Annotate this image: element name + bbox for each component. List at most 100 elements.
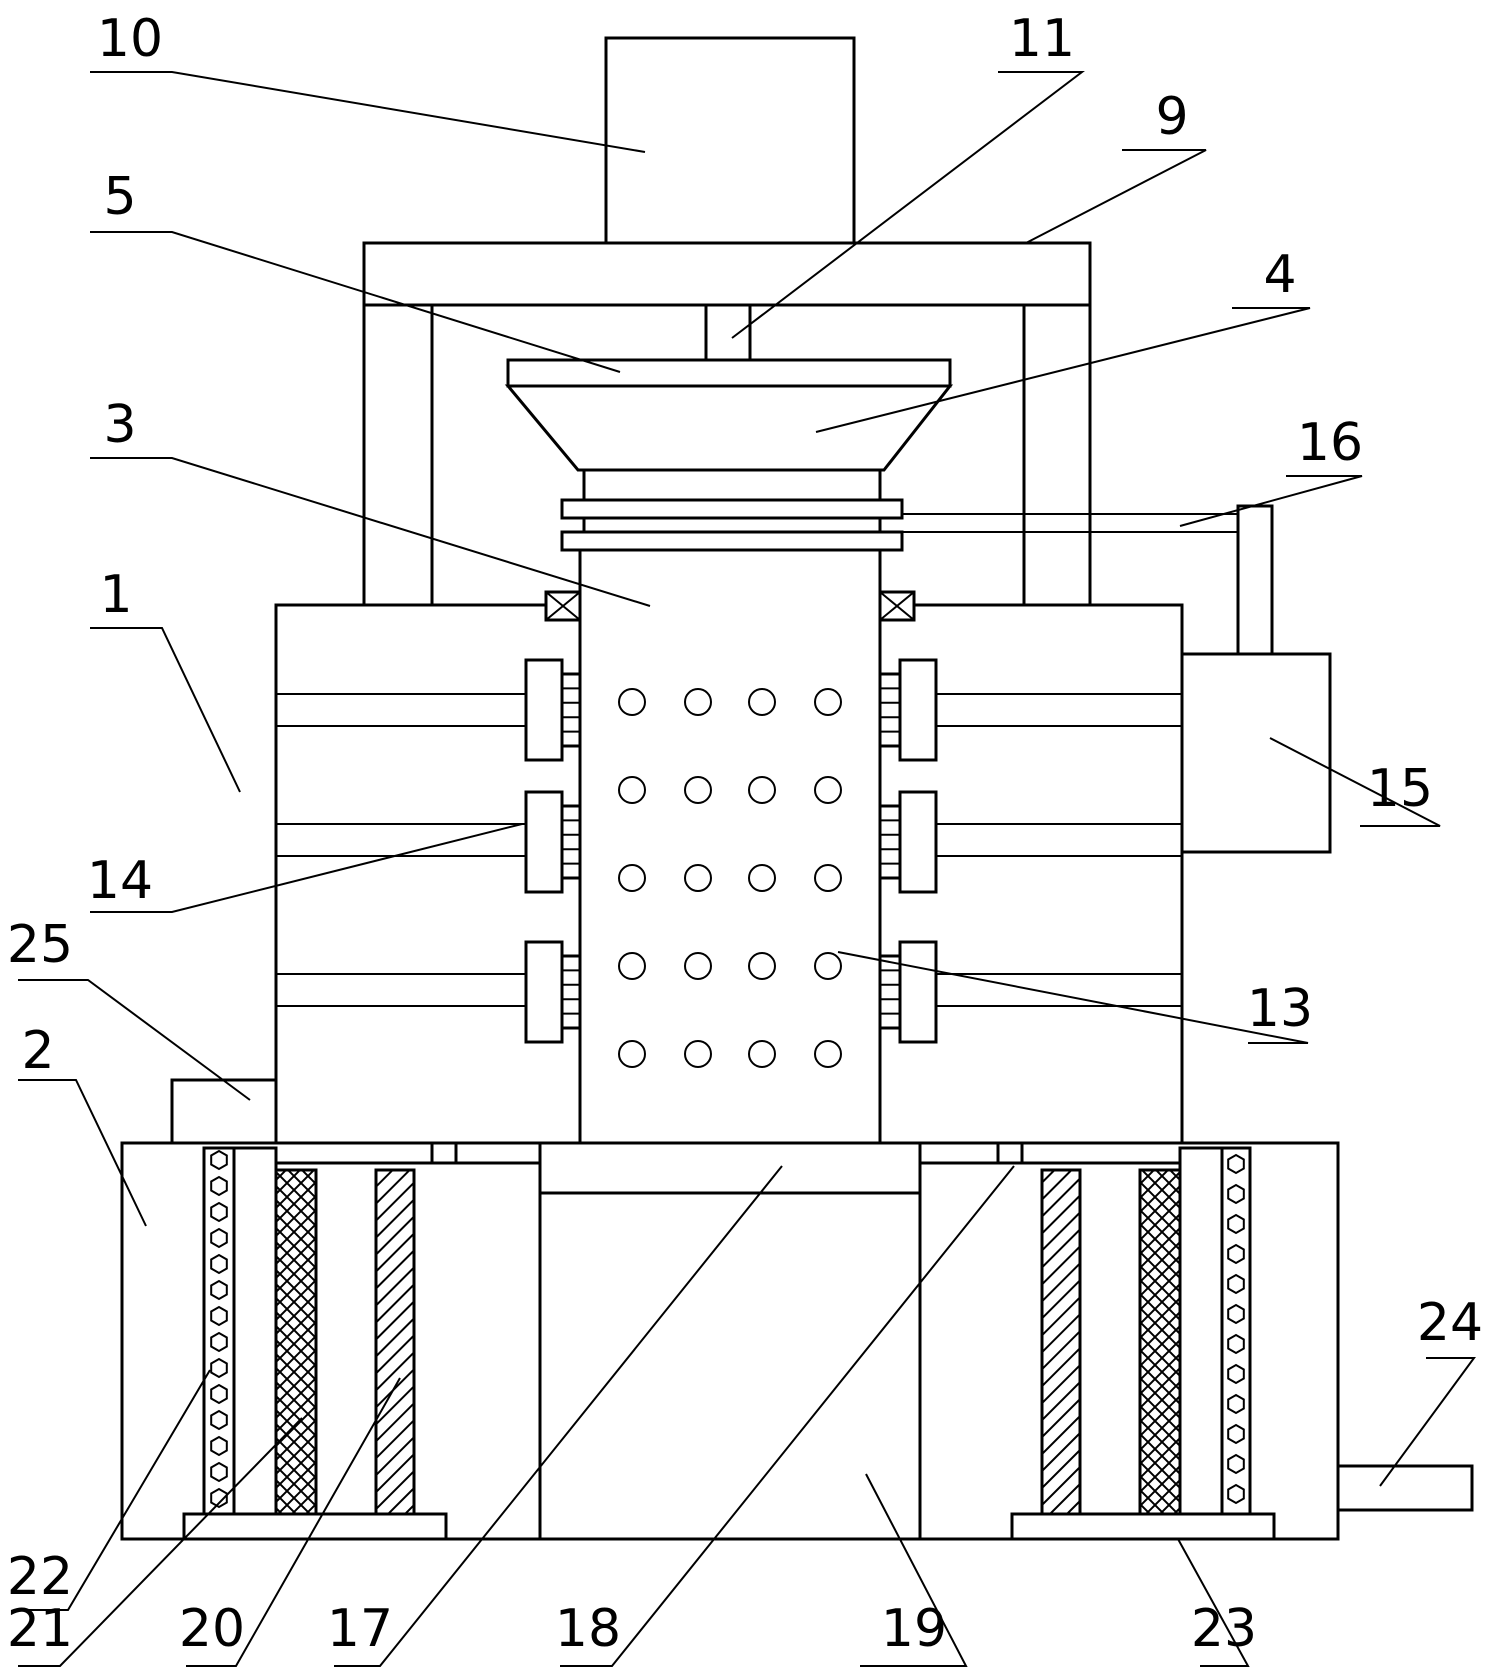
filter-ball	[1227, 1483, 1245, 1505]
label-14: 14	[87, 851, 153, 911]
screen-holes	[618, 688, 842, 1068]
filter-ball	[1227, 1303, 1245, 1325]
screen-drum	[578, 548, 882, 1145]
label-2: 2	[21, 1021, 54, 1081]
label-21: 21	[7, 1599, 73, 1659]
label-24: 24	[1417, 1293, 1483, 1353]
screen-hole	[684, 864, 712, 892]
filter-ball	[210, 1227, 228, 1249]
filter-ball	[210, 1357, 228, 1379]
screen-hole	[748, 864, 776, 892]
label-1: 1	[99, 565, 132, 625]
filter-ball	[210, 1253, 228, 1275]
filter-ball	[1227, 1333, 1245, 1355]
screen-hole	[814, 952, 842, 980]
filter-ball	[210, 1305, 228, 1327]
filter-hatch-right	[1040, 1168, 1082, 1522]
roller-teeth	[560, 672, 582, 748]
roller-teeth	[560, 954, 582, 1030]
label-9: 9	[1155, 87, 1188, 147]
filter-ball	[1227, 1273, 1245, 1295]
filter-cross-right	[1138, 1168, 1182, 1522]
screen-hole	[618, 688, 646, 716]
filter-ball	[1227, 1153, 1245, 1175]
bearing-left	[544, 590, 582, 622]
filter-ball	[210, 1149, 228, 1171]
roller-block	[898, 790, 938, 894]
label-4: 4	[1263, 245, 1296, 305]
roller-teeth	[878, 804, 902, 880]
label-23: 23	[1191, 1599, 1257, 1659]
control-box	[1180, 652, 1332, 854]
filter-ball	[1227, 1453, 1245, 1475]
roller-teeth	[878, 672, 902, 748]
ball-column-right	[1178, 1146, 1252, 1522]
roller-block	[524, 658, 564, 762]
label-10: 10	[97, 9, 163, 69]
feed-hopper	[504, 384, 954, 472]
foot-plate-right	[1010, 1512, 1276, 1541]
filter-ball	[210, 1175, 228, 1197]
label-25: 25	[7, 915, 73, 975]
screen-hole	[618, 776, 646, 804]
rotating-plate	[506, 358, 952, 388]
filter-ball	[1227, 1363, 1245, 1385]
screen-hole	[618, 1040, 646, 1068]
drain-pipe	[1336, 1464, 1474, 1512]
roller-block	[898, 658, 938, 762]
bearing-right	[878, 590, 916, 622]
collar-rings	[560, 468, 904, 552]
screen-hole	[748, 1040, 776, 1068]
label-5: 5	[103, 167, 136, 227]
filter-ball	[210, 1409, 228, 1431]
label-18: 18	[555, 1599, 621, 1659]
filter-ball	[1227, 1183, 1245, 1205]
motor	[604, 36, 856, 245]
filter-ball	[1227, 1423, 1245, 1445]
label-20: 20	[179, 1599, 245, 1659]
filter-hatch-left	[374, 1168, 416, 1522]
filter-ball	[210, 1487, 228, 1509]
filter-cross-left	[274, 1168, 318, 1522]
screen-hole	[814, 776, 842, 804]
roller-block	[524, 790, 564, 894]
label-17: 17	[327, 1599, 393, 1659]
label-3: 3	[103, 395, 136, 455]
label-19: 19	[881, 1599, 947, 1659]
roller-teeth	[560, 804, 582, 880]
screen-hole	[684, 1040, 712, 1068]
screen-hole	[684, 776, 712, 804]
filter-ball	[210, 1331, 228, 1353]
filter-ball	[210, 1201, 228, 1223]
screen-hole	[814, 864, 842, 892]
screen-hole	[748, 776, 776, 804]
filter-ball	[210, 1383, 228, 1405]
label-16: 16	[1297, 413, 1363, 473]
filter-ball	[1227, 1213, 1245, 1235]
label-22: 22	[7, 1547, 73, 1607]
label-11: 11	[1009, 9, 1075, 69]
screen-hole	[814, 1040, 842, 1068]
label-15: 15	[1367, 759, 1433, 819]
outlet-box	[170, 1078, 278, 1145]
roller-block	[524, 940, 564, 1044]
screen-hole	[814, 688, 842, 716]
filter-ball	[210, 1435, 228, 1457]
screen-hole	[684, 952, 712, 980]
filter-ball	[210, 1279, 228, 1301]
top-frame	[362, 241, 1092, 607]
ball-column-left	[202, 1146, 278, 1522]
roller-block	[898, 940, 938, 1044]
filter-ball	[1227, 1393, 1245, 1415]
reference-labels: 1 2 3 4 5 9 10 11 13 14 15 16 17 18 19 2…	[7, 9, 1483, 1659]
screen-hole	[618, 952, 646, 980]
label-13: 13	[1247, 979, 1313, 1039]
pressing-rollers	[276, 658, 1182, 1044]
screen-hole	[684, 688, 712, 716]
filter-ball	[210, 1461, 228, 1483]
roller-teeth	[878, 954, 902, 1030]
filter-ball	[1227, 1243, 1245, 1265]
screen-hole	[618, 864, 646, 892]
base-tank	[120, 1141, 1340, 1541]
